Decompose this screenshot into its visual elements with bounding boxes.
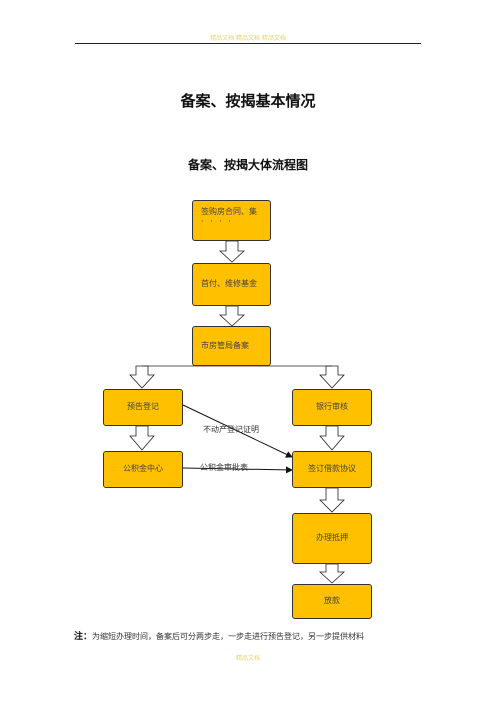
page-header: 精品文档 精品文档 精品文档 [210, 35, 286, 42]
block-arrow-downpayment-bureau [218, 305, 246, 327]
node-contract-label-cont: · · · · [201, 217, 233, 227]
node-mortgage-label: 办理抵押 [316, 533, 348, 543]
edge-label-fund-approval: 公积金审批表 [200, 463, 248, 472]
block-arrow-bureau-bank [319, 365, 345, 389]
node-downpayment: 首付、维修基金 [192, 263, 271, 306]
node-contract: 签购房合同、集 · · · · [192, 200, 271, 241]
node-bank-review-label: 银行审核 [316, 402, 348, 412]
node-disbursement-label: 放款 [324, 596, 340, 606]
node-housing-bureau: 市房管局备案 [192, 326, 271, 366]
arrow-fund-agreement [182, 466, 293, 474]
node-mortgage: 办理抵押 [292, 513, 372, 564]
node-loan-agreement: 签订借款协议 [292, 451, 372, 488]
node-provident-fund: 公积金中心 [103, 451, 183, 488]
node-pre-registration: 预告登记 [103, 389, 183, 426]
header-rule [75, 43, 421, 44]
block-arrow-contract-downpayment [218, 240, 246, 263]
node-housing-bureau-label: 市房管局备案 [201, 340, 249, 350]
arrow-preregistration-agreement [182, 404, 293, 458]
node-contract-label: 签购房合同、集 [201, 207, 257, 216]
flowchart-title: 备案、按揭大体流程图 [187, 158, 308, 172]
node-disbursement: 放款 [292, 584, 372, 619]
block-arrow-bank-agreement [319, 425, 345, 451]
footnote: 注：为缩短办理时间，备案后可分两步走，一步走进行预告登记，另一步提供材料 [74, 629, 434, 642]
node-loan-agreement-label: 签订借款协议 [308, 464, 356, 474]
node-provident-fund-label: 公积金中心 [123, 464, 163, 474]
page-footer: 精品文档 [235, 655, 260, 662]
block-arrow-bureau-preregistration [129, 365, 155, 389]
footnote-prefix: 注： [74, 632, 93, 642]
node-downpayment-label: 首付、维修基金 [201, 279, 257, 289]
node-bank-review: 银行审核 [292, 389, 372, 426]
page-title: 备案、按揭基本情况 [180, 92, 316, 110]
edge-label-property-certificate: 不动产登记证明 [203, 425, 259, 434]
footnote-text: 为缩短办理时间，备案后可分两步走，一步走进行预告登记，另一步提供材料 [92, 632, 365, 641]
block-arrow-mortgage-disbursement [318, 563, 346, 584]
block-arrow-preregistration-fund [129, 425, 155, 451]
block-arrow-agreement-mortgage [319, 487, 345, 513]
node-pre-registration-label: 预告登记 [127, 402, 159, 412]
